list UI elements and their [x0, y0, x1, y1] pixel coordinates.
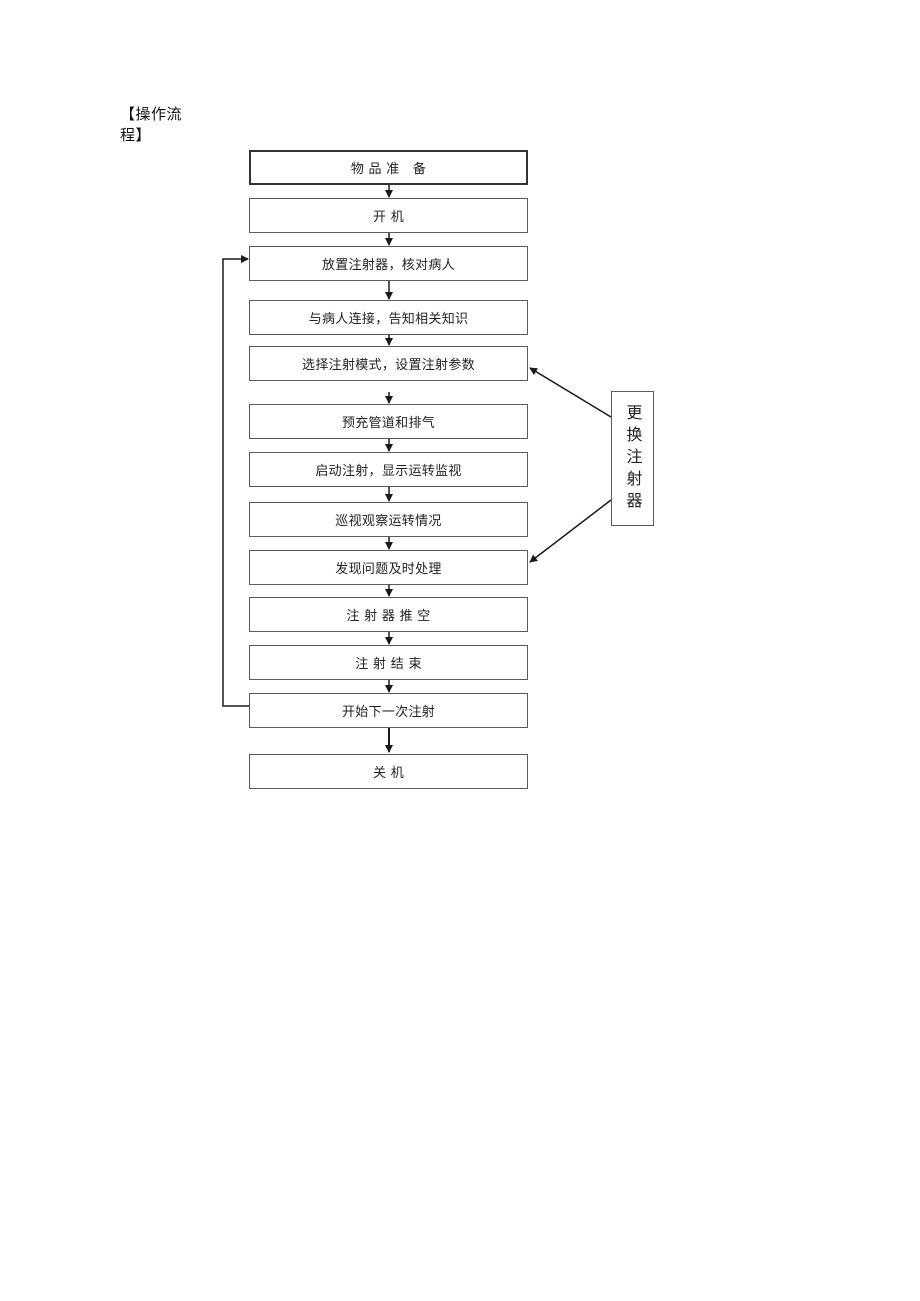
- step-power-on: 开 机: [249, 198, 528, 233]
- arrow-side-to-mode: [529, 367, 612, 418]
- step-next-injection: 开始下一次注射: [249, 693, 528, 728]
- step-select-mode: 选择注射模式，设置注射参数: [249, 346, 528, 381]
- step-prime-tubing: 预充管道和排气: [249, 404, 528, 439]
- step-power-off: 关 机: [249, 754, 528, 789]
- loop-back-arrow: [222, 255, 249, 707]
- step-syringe-empty: 注 射 器 推 空: [249, 597, 528, 632]
- step-connect-patient: 与病人连接，告知相关知识: [249, 300, 528, 335]
- replace-syringe-label: 更换注射器: [623, 403, 643, 514]
- step-start-injection: 启动注射，显示运转监视: [249, 452, 528, 487]
- section-heading: 【操作流程】: [120, 105, 183, 144]
- replace-syringe-box: 更换注射器: [611, 391, 654, 526]
- step-handle-problems: 发现问题及时处理: [249, 550, 528, 585]
- step-prepare-items: 物 品 准 备: [249, 150, 528, 185]
- step-monitor-operation: 巡视观察运转情况: [249, 502, 528, 537]
- step-injection-end: 注 射 结 束: [249, 645, 528, 680]
- arrow-side-to-handle: [529, 499, 612, 563]
- step-place-syringe: 放置注射器，核对病人: [249, 246, 528, 281]
